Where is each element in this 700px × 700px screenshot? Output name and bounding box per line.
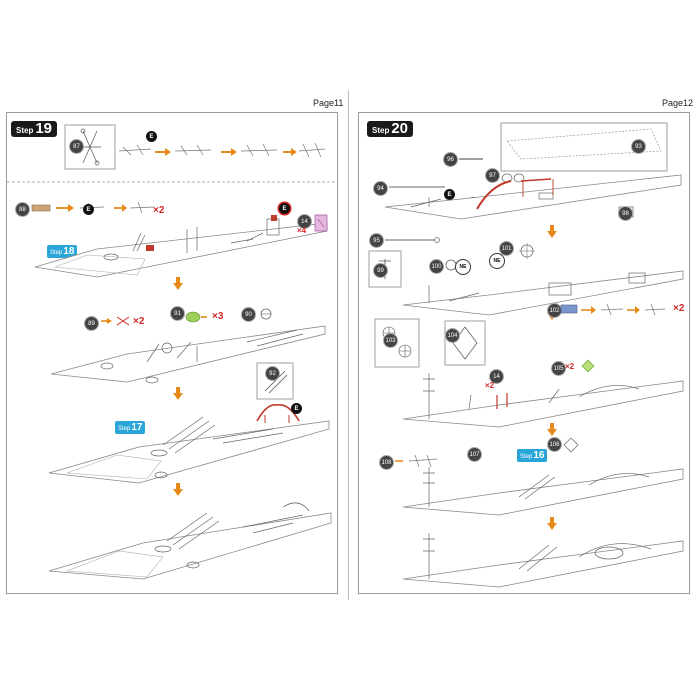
page-number-left: Page11: [313, 98, 344, 108]
part-95-label: 95: [369, 233, 384, 248]
marker-ne: NE: [455, 259, 471, 275]
marker-e: E: [444, 189, 455, 200]
part-92-label: 92: [265, 366, 280, 381]
marker-e: E: [83, 204, 94, 215]
deck-assembly-stage-3: [402, 373, 684, 428]
marker-e: E: [291, 403, 302, 414]
hull-assembly-final: [48, 502, 332, 580]
part-96-piece: [459, 158, 483, 160]
part-94-label: 94: [373, 181, 388, 196]
part-88-subassembly: [31, 201, 155, 214]
part-107-label: 107: [467, 447, 482, 462]
part-99-label: 99: [373, 263, 388, 278]
part-105-label: 105: [551, 361, 566, 376]
part-95-piece: [385, 237, 440, 243]
dashed-separator: [7, 181, 337, 183]
quantity-x3: ×3: [212, 311, 224, 322]
part-88-label: 88: [15, 202, 30, 217]
part-106-label: 106: [547, 437, 562, 452]
quantity-x2: ×2: [133, 316, 145, 327]
quantity-x2: ×2: [565, 362, 575, 371]
part-89-label: 89: [84, 316, 99, 331]
marker-e: E: [146, 131, 157, 142]
step-20-badge: Step 20: [367, 121, 414, 137]
flow-arrow: [173, 277, 183, 290]
part-87-label: 87: [69, 139, 84, 154]
part-91-piece: [185, 311, 207, 323]
flow-arrow: [547, 225, 557, 238]
part-96-label: 96: [443, 152, 458, 167]
part-102-subassembly: [560, 303, 666, 316]
marker-e: E: [279, 203, 290, 214]
part-93-label: 93: [631, 139, 646, 154]
part-103-label: 103: [383, 333, 398, 348]
subassembly-sequence: [118, 142, 326, 158]
instruction-page-right: Step 20 93 96 97 94 E E 98 95: [358, 112, 690, 594]
part-91-label: 91: [170, 306, 185, 321]
part-94-piece: [389, 186, 445, 188]
deck-assembly-final: [402, 533, 684, 588]
part-100-label: 100: [429, 259, 444, 274]
part-98-label: 98: [618, 206, 633, 221]
step-19-badge: Step 19: [11, 121, 58, 137]
part-14-label: 14: [489, 369, 504, 384]
part-108-subassembly: [395, 454, 438, 468]
marker-ne: NE: [489, 253, 505, 269]
part-108-label: 108: [379, 455, 394, 470]
part-101-piece: [519, 243, 535, 259]
quantity-x2: ×2: [673, 303, 685, 314]
part-97-label: 97: [485, 168, 500, 183]
part-89-subassembly: [101, 316, 130, 326]
hull-assembly-stage-1: [34, 215, 328, 278]
part-101-label: 101: [499, 241, 514, 256]
part-102-label: 102: [547, 303, 562, 318]
deck-assembly-stage-1: [384, 174, 682, 220]
hull-assembly-stage-3: [48, 416, 330, 484]
page-divider: [348, 90, 349, 600]
part-104-label: 104: [445, 328, 460, 343]
quantity-x2: ×2: [153, 205, 165, 216]
page-number-right: Page12: [662, 98, 694, 108]
flow-arrow: [547, 423, 557, 436]
part-105-piece: [581, 359, 595, 373]
part-14-label: 14: [297, 214, 312, 229]
flow-arrow: [547, 517, 557, 530]
deck-assembly-stage-2: [402, 270, 684, 316]
part-106-piece: [563, 437, 579, 453]
hull-assembly-stage-2: [50, 325, 326, 384]
part-90-label: 90: [241, 307, 256, 322]
quantity-x4: ×4: [297, 226, 307, 235]
part-90-piece: [260, 308, 272, 320]
deck-assembly-stage-4: [402, 467, 684, 516]
part-14-piece: [314, 214, 328, 232]
quantity-x2: ×2: [485, 381, 495, 390]
flow-arrow: [173, 387, 183, 400]
flow-arrow: [173, 483, 183, 496]
